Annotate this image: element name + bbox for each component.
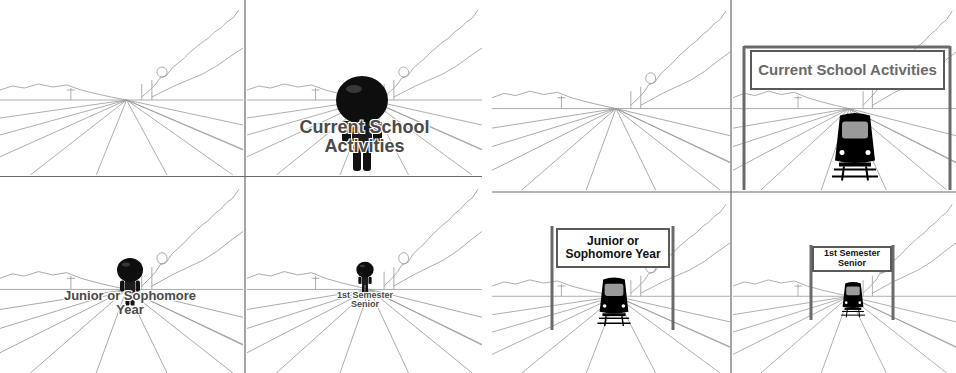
train-symbol bbox=[841, 282, 865, 317]
divider-line bbox=[492, 191, 956, 192]
road-sketch bbox=[452, 204, 789, 373]
train-symbol bbox=[597, 278, 630, 327]
sign-frames bbox=[552, 46, 950, 330]
panel-sketches bbox=[0, 10, 956, 373]
sign-text: Current School Activities bbox=[758, 62, 937, 79]
road-sketch bbox=[696, 11, 956, 190]
stage-caption: Junior or Sophomore Year bbox=[55, 289, 205, 316]
sign-bar bbox=[744, 46, 950, 49]
sign-text: Junior or Sophomore Year bbox=[561, 235, 665, 261]
sign-post bbox=[949, 46, 952, 190]
walking-characters bbox=[117, 76, 388, 306]
divider-line bbox=[0, 176, 482, 177]
road-sketch bbox=[208, 10, 541, 175]
walking-character bbox=[356, 262, 373, 294]
train-symbol bbox=[832, 113, 878, 181]
sign-post bbox=[551, 226, 554, 330]
road-sketch bbox=[0, 189, 304, 373]
trains bbox=[597, 113, 878, 326]
sign-board: Current School Activities bbox=[750, 50, 945, 90]
sign-post bbox=[672, 226, 675, 330]
divider-line bbox=[730, 0, 731, 373]
sign-text: 1st Semester Senior bbox=[817, 249, 887, 269]
sign-post bbox=[743, 46, 746, 190]
road-sketch bbox=[696, 204, 956, 373]
road-sketch bbox=[208, 189, 541, 373]
divider-line bbox=[244, 0, 245, 373]
road-sketch bbox=[452, 11, 789, 190]
sign-board: Junior or Sophomore Year bbox=[556, 228, 670, 268]
stage-caption: 1st Semester Senior bbox=[325, 291, 405, 310]
stage-caption: Current School Activities bbox=[282, 118, 447, 156]
road-sketch bbox=[0, 10, 304, 175]
sign-board: 1st Semester Senior bbox=[812, 246, 892, 272]
